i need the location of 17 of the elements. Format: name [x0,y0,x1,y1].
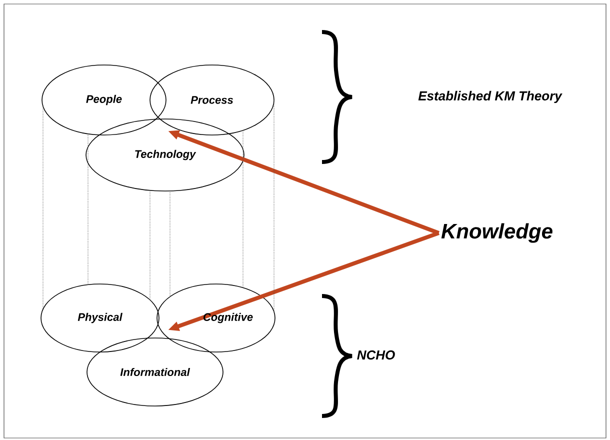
ellipse [150,64,274,136]
ellipse [86,338,224,406]
dotted-line [242,130,244,288]
ellipse-label: Process [190,96,234,104]
knowledge-label: Knowledge [441,223,552,243]
ellipse-label: Physical [78,312,122,324]
ellipse [86,118,244,192]
ellipse-label: People [86,94,122,106]
ellipse [156,284,276,352]
bracket-label: NCHO [357,350,395,360]
ellipse-label: Cognitive [203,312,253,324]
bracket-label: Established KM Theory [418,90,562,104]
ellipse [40,284,160,352]
ellipse-label: Technology [135,150,196,160]
ellipse-label: Informational [120,368,190,376]
dotted-line [42,106,44,310]
ellipse [42,64,166,136]
